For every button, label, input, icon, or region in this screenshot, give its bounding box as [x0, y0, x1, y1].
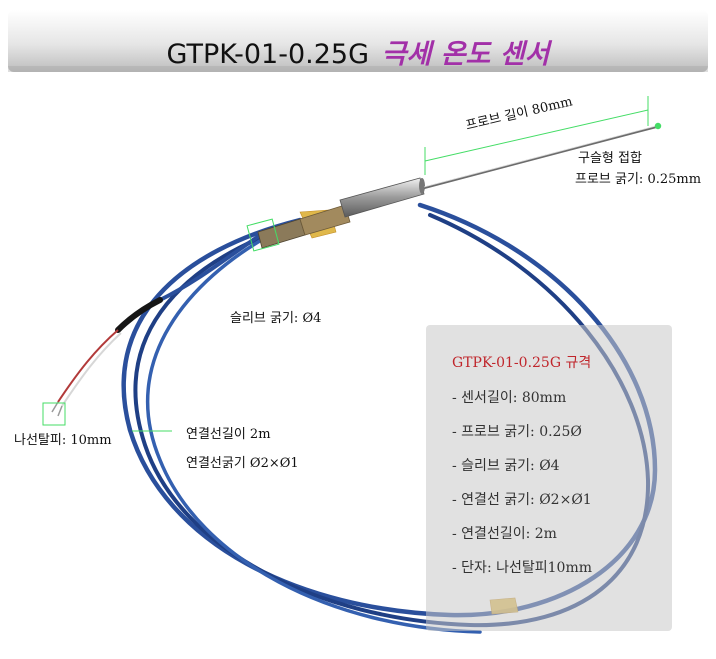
probe-tip	[423, 122, 662, 190]
title-banner-background	[8, 10, 708, 72]
spec-item-sensor-length: - 센서길이: 80mm	[452, 390, 567, 406]
spec-item-lead-thickness: - 연결선 굵기: Ø2×Ø1	[452, 492, 592, 508]
sleeve	[257, 177, 425, 249]
callout-markers	[42, 218, 280, 432]
spec-item-probe-thickness: - 프로브 굵기: 0.25Ø	[452, 424, 582, 440]
title-banner: GTPK-01-0.25G 극세 온도 센서	[8, 10, 708, 72]
ball-junction-label: 구슬형 접합	[578, 151, 642, 166]
spec-item-lead-length: - 연결선길이: 2m	[452, 526, 557, 542]
spec-title: GTPK-01-0.25G 규격	[452, 355, 592, 371]
product-code: GTPK-01-0.25G	[166, 39, 370, 70]
probe-length-dimension	[424, 96, 649, 175]
spec-item-sleeve-thickness: - 슬리브 굵기: Ø4	[452, 458, 560, 474]
strip-length-label: 나선탈피: 10mm	[14, 433, 112, 448]
spec-panel	[426, 325, 672, 631]
sleeve-thickness-label: 슬리브 굵기: Ø4	[230, 311, 322, 326]
spec-item-terminal: - 단자: 나선탈피10mm	[452, 560, 592, 576]
banner-title: GTPK-01-0.25G 극세 온도 센서	[8, 32, 708, 71]
stripped-wires	[51, 329, 122, 417]
lead-length-label: 연결선길이 2m	[186, 427, 271, 442]
probe-thickness-label: 프로브 굵기: 0.25mm	[575, 172, 702, 187]
product-name: 극세 온도 센서	[381, 39, 550, 70]
lead-thickness-label: 연결선굵기 Ø2×Ø1	[186, 456, 299, 471]
